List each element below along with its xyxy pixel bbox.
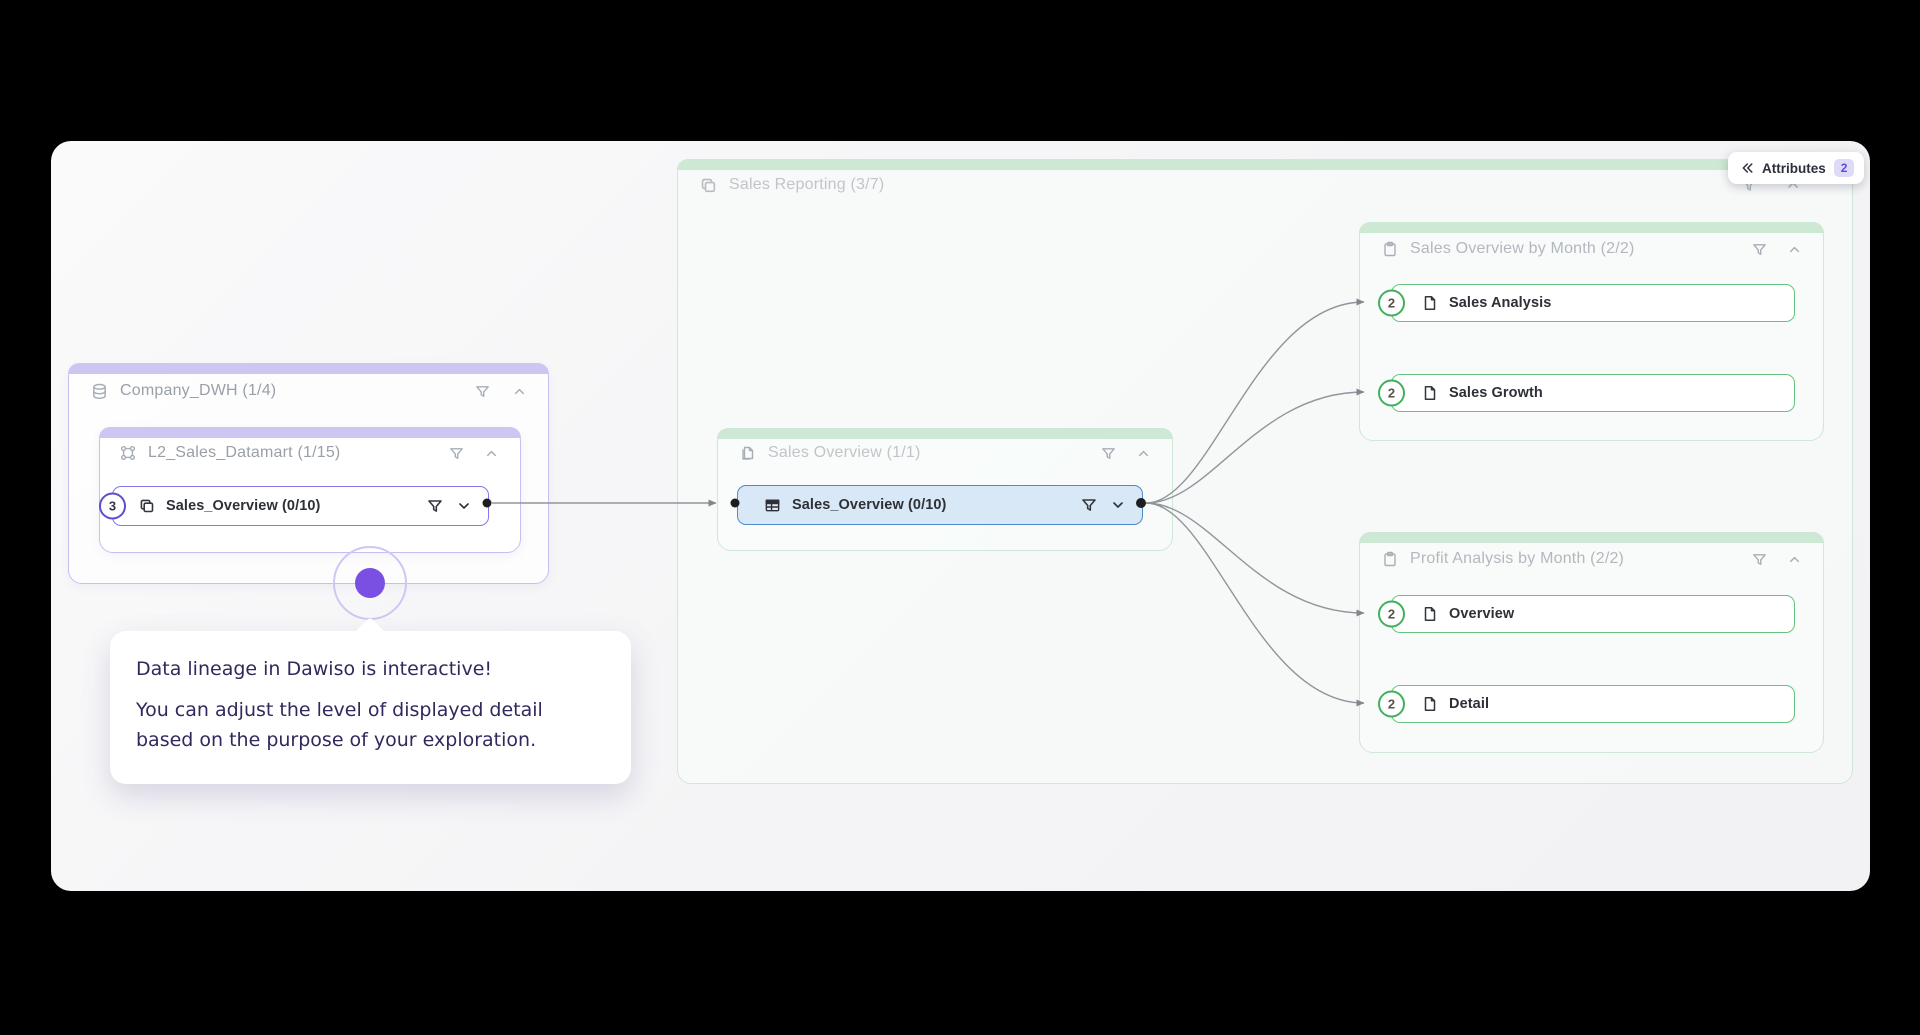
chevron-up-icon[interactable] <box>511 383 528 400</box>
group-title: Company_DWH (1/4) <box>120 382 277 399</box>
node-label: Overview <box>1449 606 1515 622</box>
lineage-count-badge: 2 <box>1378 600 1405 628</box>
tooltip-body: You can adjust the level of displayed de… <box>136 699 543 751</box>
lineage-count-badge: 3 <box>99 492 126 520</box>
cursor-dot <box>355 568 385 598</box>
chevron-up-icon[interactable] <box>1135 445 1152 462</box>
node-label: Sales Growth <box>1449 385 1543 401</box>
schema-icon <box>120 445 136 461</box>
node-label: Detail <box>1449 696 1490 712</box>
group-sales-overview: Sales Overview (1/1) Sales_Overview (0/1… <box>717 428 1173 551</box>
group-title: Profit Analysis by Month (2/2) <box>1410 550 1625 567</box>
node-label: Sales_Overview (0/10) <box>792 497 947 513</box>
file-icon <box>1422 295 1438 311</box>
clipboard-icon <box>1382 551 1398 567</box>
group-l2-sales-datamart: L2_Sales_Datamart (1/15) 3 Sales_Overvie… <box>99 427 521 553</box>
node-report-sales-overview[interactable]: Sales_Overview (0/10) <box>737 485 1143 525</box>
attributes-label: Attributes <box>1762 160 1826 176</box>
file-icon <box>1422 606 1438 622</box>
attributes-count-badge: 2 <box>1833 159 1855 177</box>
group-title: Sales Overview (1/1) <box>768 444 921 461</box>
attributes-panel-button[interactable]: Attributes 2 <box>1728 152 1865 184</box>
double-chevron-left-icon <box>1738 160 1754 176</box>
filter-icon[interactable] <box>474 383 491 400</box>
chevron-down-icon[interactable] <box>455 497 473 515</box>
filter-icon[interactable] <box>1100 445 1117 462</box>
node-dwh-sales-overview[interactable]: 3 Sales_Overview (0/10) <box>99 486 489 526</box>
node-detail[interactable]: 2 Detail <box>1378 685 1795 723</box>
table-icon <box>764 497 781 514</box>
filter-icon[interactable] <box>1080 496 1098 514</box>
node-sales-growth[interactable]: 2 Sales Growth <box>1378 374 1795 412</box>
node-label: Sales Analysis <box>1449 295 1552 311</box>
group-topbar <box>68 363 549 374</box>
filter-icon[interactable] <box>448 445 465 462</box>
chevron-up-icon[interactable] <box>483 445 500 462</box>
database-icon <box>91 383 108 400</box>
tooltip-headline: Data lineage in Dawiso is interactive! <box>136 658 492 680</box>
chevron-up-icon[interactable] <box>1786 551 1803 568</box>
group-profit-analysis-by-month: Profit Analysis by Month (2/2) 2 Overvie… <box>1359 532 1824 753</box>
clipboard-icon <box>1382 241 1398 257</box>
filter-icon[interactable] <box>1751 551 1768 568</box>
group-title: Sales Overview by Month (2/2) <box>1410 240 1635 257</box>
report-icon <box>740 445 756 461</box>
lineage-count-badge: 2 <box>1378 289 1405 317</box>
chevron-up-icon[interactable] <box>1786 241 1803 258</box>
group-topbar <box>717 428 1173 439</box>
node-overview[interactable]: 2 Overview <box>1378 595 1795 633</box>
node-sales-analysis[interactable]: 2 Sales Analysis <box>1378 284 1795 322</box>
group-title: Sales Reporting (3/7) <box>729 176 885 193</box>
file-icon <box>1422 696 1438 712</box>
group-topbar <box>1359 532 1824 543</box>
group-sales-overview-by-month: Sales Overview by Month (2/2) 2 Sales An… <box>1359 222 1824 441</box>
onboarding-tooltip: Data lineage in Dawiso is interactive! Y… <box>110 617 631 784</box>
copy-icon <box>139 498 155 514</box>
group-topbar <box>1359 222 1824 233</box>
filter-icon[interactable] <box>1751 241 1768 258</box>
group-topbar <box>677 159 1853 170</box>
tooltip-arrow <box>353 617 387 651</box>
group-company-dwh: Company_DWH (1/4) L2_Sales_Datamart (1/1… <box>68 363 549 584</box>
lineage-canvas[interactable]: Sales Reporting (3/7) Sales Overview (1/… <box>51 141 1870 891</box>
filter-icon[interactable] <box>426 497 444 515</box>
file-icon <box>1422 385 1438 401</box>
group-topbar <box>99 427 521 438</box>
lineage-count-badge: 2 <box>1378 379 1405 407</box>
node-label: Sales_Overview (0/10) <box>166 498 321 514</box>
chevron-down-icon[interactable] <box>1109 496 1127 514</box>
copy-icon <box>700 177 717 194</box>
group-title: L2_Sales_Datamart (1/15) <box>148 444 341 461</box>
lineage-count-badge: 2 <box>1378 690 1405 718</box>
